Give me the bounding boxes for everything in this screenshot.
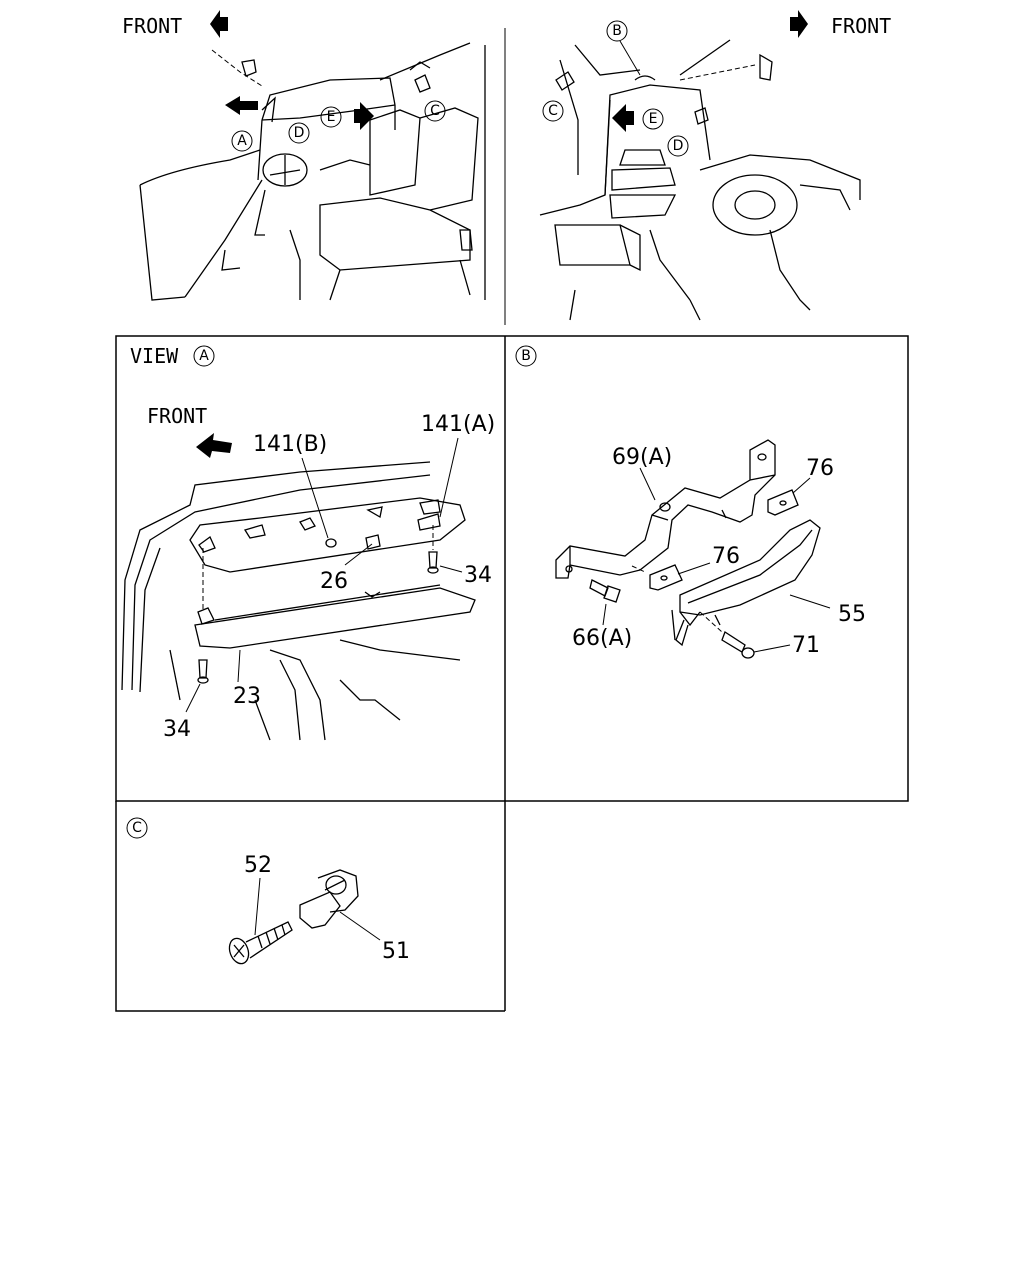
callout-e: E: [642, 108, 664, 130]
part-label: 141(A): [421, 412, 495, 437]
part-label: 141(B): [253, 432, 327, 457]
part-label: 34: [163, 717, 191, 742]
part-label: 76: [712, 544, 740, 569]
callout-c: C: [126, 817, 148, 839]
front-label: FRONT: [122, 14, 182, 38]
part-label: 23: [233, 684, 261, 709]
part-label: 71: [792, 633, 820, 658]
callout-c: C: [542, 100, 564, 122]
part-label: 34: [464, 563, 492, 588]
view-a-panel: VIEW A FRONT: [121, 344, 495, 742]
callout-d: D: [667, 135, 689, 157]
front-label: FRONT: [147, 404, 207, 428]
view-c-panel: C 52 51: [126, 817, 410, 965]
svg-text:D: D: [294, 125, 305, 141]
top-left-illustration: FRONT A: [122, 10, 486, 301]
callout-e: E: [320, 106, 342, 128]
part-label: 51: [382, 939, 410, 964]
svg-text:C: C: [132, 820, 142, 836]
svg-text:C: C: [430, 103, 440, 119]
callout-c: C: [424, 100, 446, 122]
part-label: 55: [838, 602, 866, 627]
front-label: FRONT: [831, 14, 891, 38]
svg-text:B: B: [521, 348, 531, 364]
svg-text:E: E: [327, 109, 336, 125]
callout-b: B: [606, 20, 628, 42]
svg-text:D: D: [673, 138, 684, 154]
part-label: 76: [806, 456, 834, 481]
callout-a: A: [231, 130, 253, 152]
part-label: 52: [244, 853, 272, 878]
front-arrow-icon: [790, 10, 808, 38]
view-a-title: VIEW: [130, 344, 179, 368]
svg-text:C: C: [548, 103, 558, 119]
top-right-illustration: FRONT B C: [539, 10, 891, 321]
panel-frames: [115, 335, 909, 1012]
front-arrow-icon: [196, 433, 232, 458]
view-b-panel: B 69(A): [515, 345, 866, 659]
svg-text:A: A: [199, 348, 209, 364]
callout-d: D: [288, 122, 310, 144]
front-arrow-icon: [210, 10, 228, 38]
part-label: 66(A): [572, 626, 632, 651]
svg-text:E: E: [649, 111, 658, 127]
svg-text:B: B: [612, 23, 622, 39]
callout-a: A: [193, 345, 215, 367]
callout-b: B: [515, 345, 537, 367]
svg-text:A: A: [237, 133, 247, 149]
part-label: 26: [320, 569, 348, 594]
part-label: 69(A): [612, 445, 672, 470]
